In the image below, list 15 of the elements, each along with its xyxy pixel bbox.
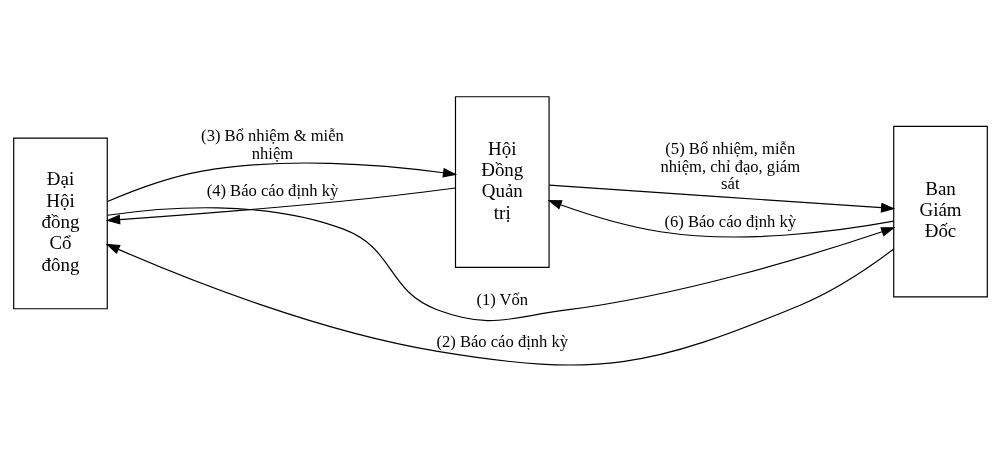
node-box: Đại Hội đồng Cổ đông <box>13 137 108 309</box>
edge-label: (2) Báo cáo định kỳ <box>436 331 569 351</box>
arrow <box>106 161 458 202</box>
arrow <box>105 243 895 366</box>
edge-label: (1) Vốn <box>476 289 529 309</box>
edge-label: (6) Báo cáo định kỳ <box>664 211 797 231</box>
arrow <box>105 186 457 224</box>
arrow <box>547 199 895 237</box>
edge-label: (4) Báo cáo định kỳ <box>206 180 339 200</box>
node-box: Hội Đồng Quản trị <box>454 95 550 268</box>
edge-label: (3) Bổ nhiệm & miễn nhiệm <box>201 125 344 163</box>
node-box: Ban Giám Đốc <box>893 125 988 297</box>
arrow <box>548 184 896 213</box>
edge-label: (5) Bổ nhiệm, miễn nhiệm, chỉ đạo, giám sát <box>660 138 801 193</box>
arrow <box>106 206 896 321</box>
